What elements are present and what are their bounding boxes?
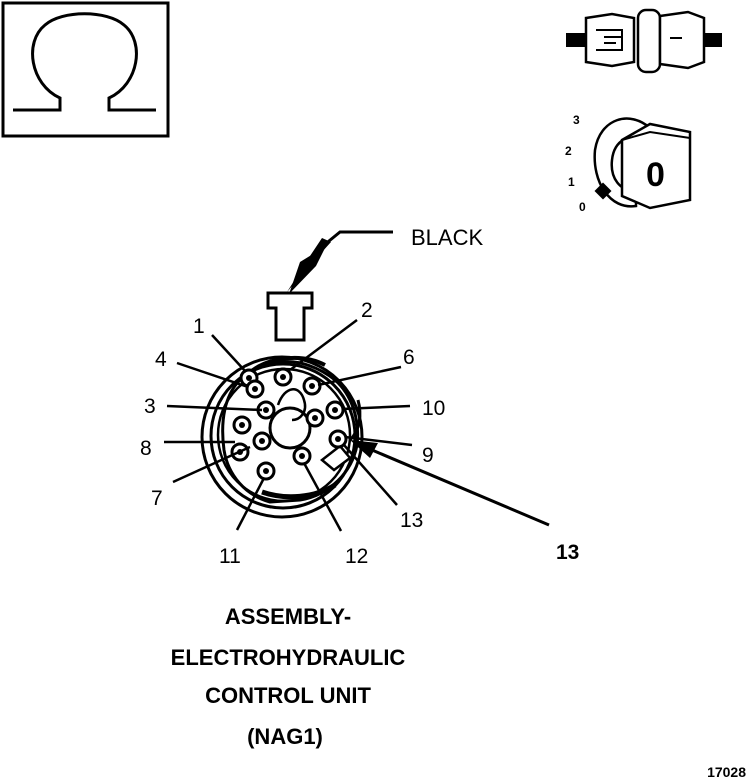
caption-line-1: ASSEMBLY- — [225, 604, 351, 629]
ignition-key-label: 0 — [646, 156, 665, 194]
component-caption: ASSEMBLY- ELECTROHYDRAULIC CONTROL UNIT … — [171, 604, 406, 749]
ohm-symbol-text: Ω — [0, 0, 1, 1]
pin-label-2: 2 — [361, 299, 373, 322]
pin-labels: 1 2 4 6 3 10 8 9 7 13 11 12 13 — [140, 299, 579, 568]
pin-label-11: 11 — [219, 545, 241, 568]
pin-label-9: 9 — [422, 444, 434, 467]
pin-terminals — [230, 367, 348, 481]
pin-label-1: 1 — [193, 315, 205, 338]
pin-label-10: 10 — [422, 397, 445, 420]
pin-leader-lines — [164, 318, 413, 532]
connector-disconnect-icon — [566, 8, 722, 74]
ignition-key-icon: 3 2 1 0 0 — [565, 113, 692, 214]
caption-line-4: (NAG1) — [247, 724, 323, 749]
pin-label-7: 7 — [151, 487, 163, 510]
black-lead-label: BLACK — [411, 225, 483, 250]
pin-label-6: 6 — [403, 346, 415, 369]
pin-label-8: 8 — [140, 437, 152, 460]
ignition-position-3: 3 — [573, 113, 580, 127]
caption-line-3: CONTROL UNIT — [205, 683, 371, 708]
pin-label-13-probe: 13 — [556, 541, 579, 564]
ohmmeter-symbol: Ω — [0, 0, 170, 138]
test-probe-lead — [350, 440, 550, 527]
ignition-position-1: 1 — [568, 175, 575, 189]
ignition-position-2: 2 — [565, 144, 572, 158]
electrohydraulic-connector — [200, 291, 364, 519]
pin-label-12: 12 — [345, 545, 368, 568]
ignition-position-0: 0 — [579, 200, 586, 214]
figure-number: 17028 — [707, 764, 746, 780]
pin-label-3: 3 — [144, 395, 156, 418]
pin-label-13-inner: 13 — [400, 509, 423, 532]
pin-label-4: 4 — [155, 348, 167, 371]
caption-line-2: ELECTROHYDRAULIC — [171, 645, 406, 670]
black-probe-lead: BLACK — [287, 225, 483, 294]
